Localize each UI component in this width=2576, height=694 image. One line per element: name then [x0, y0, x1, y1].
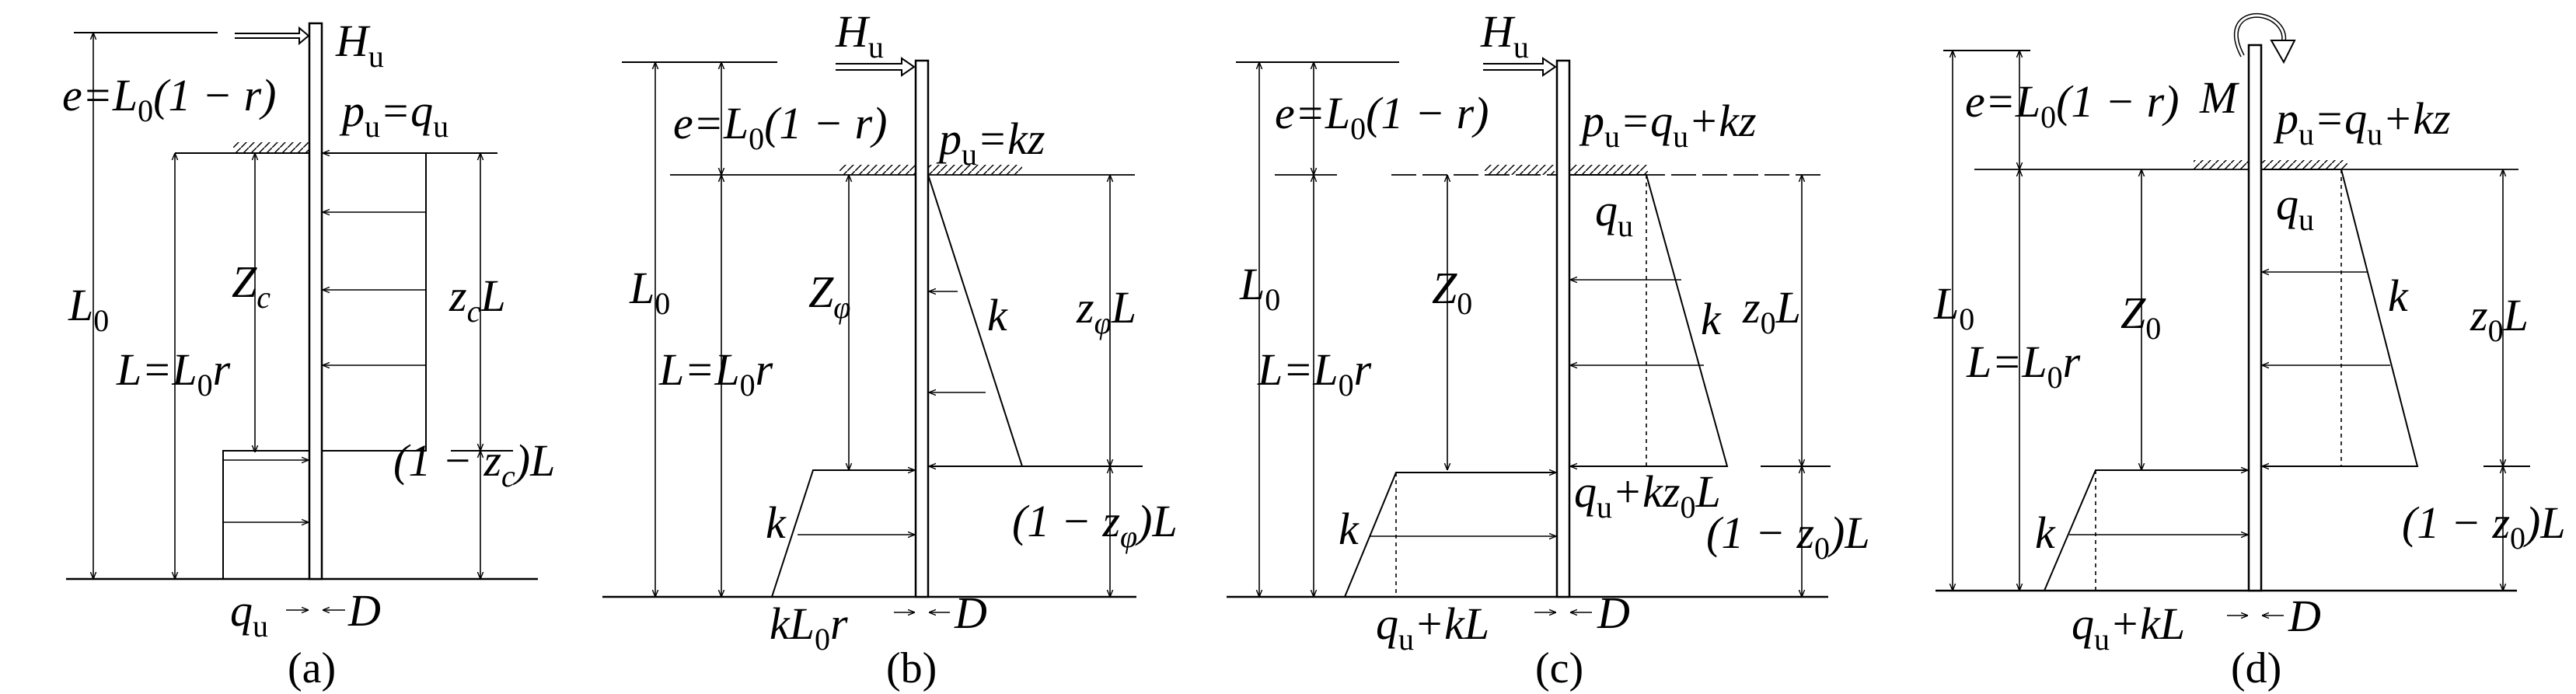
- bottom-label: qu: [230, 585, 268, 643]
- rest-label: (1 − zφ)L: [1012, 496, 1178, 554]
- load-label: Hu: [835, 6, 884, 65]
- pressure-label: pu=qu+kz: [2273, 93, 2451, 152]
- load-arrow: [836, 57, 916, 77]
- Z-label: Zc: [232, 256, 271, 315]
- panel-a: Hu e=L0(1 − r) pu=qu L0 L=L0r Zc zcL (1 …: [62, 16, 555, 692]
- L-label: L=L0r: [1966, 337, 2081, 395]
- k-bottom-label: k: [1339, 504, 1360, 554]
- caption-c: (c): [1535, 644, 1583, 692]
- k-top-label: k: [987, 290, 1008, 340]
- e-label: e=L0(1 − r): [1965, 76, 2179, 134]
- pile: [1555, 59, 1571, 598]
- q-top-label: qu: [2276, 179, 2314, 237]
- zL-label: z0L: [1742, 282, 1801, 340]
- D-label: D: [2288, 591, 2321, 641]
- load-arrow: [1483, 57, 1557, 77]
- e-label: e=L0(1 − r): [673, 98, 887, 156]
- caption-d: (d): [2231, 644, 2281, 692]
- k-bottom-label: k: [766, 497, 787, 548]
- rest-label: (1 − z0)L: [1706, 507, 1870, 566]
- L0-label: L0: [629, 263, 670, 321]
- bottom-label: qu+kL: [1376, 598, 1489, 657]
- rest-label: (1 − z0)L: [2402, 497, 2566, 556]
- L-label: L=L0r: [116, 344, 231, 403]
- mid-label: qu+kz0L: [1574, 466, 1721, 525]
- caption-a: (a): [288, 644, 336, 692]
- D-label: D: [347, 585, 381, 636]
- load-arrow: [235, 26, 310, 46]
- e-label: e=L0(1 − r): [1275, 88, 1489, 146]
- panel-d: e=L0(1 − r) M pu=qu+kz qu L0 L=L0r Z0 k …: [1933, 12, 2566, 692]
- bottom-label: kL0r: [770, 598, 848, 657]
- moment-arrow-icon: [2233, 12, 2296, 65]
- load-label: Hu: [1480, 6, 1529, 65]
- D-label: D: [954, 588, 987, 638]
- e-label: e=L0(1 − r): [62, 70, 276, 128]
- Z-label: Z0: [2120, 288, 2161, 346]
- Z-label: Z0: [1432, 263, 1472, 321]
- k-top-label: k: [2388, 270, 2409, 321]
- zL-label: zφL: [1076, 282, 1136, 340]
- panel-c: Hu e=L0(1 − r) pu=qu+kz qu L0 L=L0r Z0 k…: [1227, 6, 1870, 692]
- load-label: Hu: [335, 16, 384, 74]
- rest-label: (1 − zc)L: [393, 435, 555, 493]
- bottom-label: qu+kL: [2072, 598, 2185, 657]
- q-top-label: qu: [1595, 185, 1633, 243]
- L-label: L=L0r: [658, 344, 773, 403]
- L0-label: L0: [1239, 259, 1280, 317]
- moment-label: M: [2199, 72, 2239, 123]
- pile: [914, 59, 930, 598]
- panel-b: Hu e=L0(1 − r) pu=kz L0 L=L0r Zφ k k zφL…: [602, 6, 1178, 692]
- pressure-label: pu=qu: [339, 85, 449, 144]
- zL-label: z0L: [2470, 290, 2529, 348]
- L-label: L=L0r: [1257, 344, 1372, 403]
- k-top-label: k: [1701, 294, 1722, 344]
- pressure-label: pu=kz: [936, 113, 1045, 172]
- pile: [2247, 44, 2263, 592]
- pressure-label: pu=qu+kz: [1579, 96, 1757, 154]
- L0-label: L0: [68, 280, 109, 338]
- pile: [308, 22, 323, 581]
- D-label: D: [1597, 588, 1630, 638]
- Z-label: Zφ: [808, 267, 850, 325]
- k-bottom-label: k: [2035, 507, 2056, 558]
- caption-b: (b): [886, 644, 937, 692]
- zL-label: zcL: [449, 270, 506, 329]
- L0-label: L0: [1933, 278, 1974, 337]
